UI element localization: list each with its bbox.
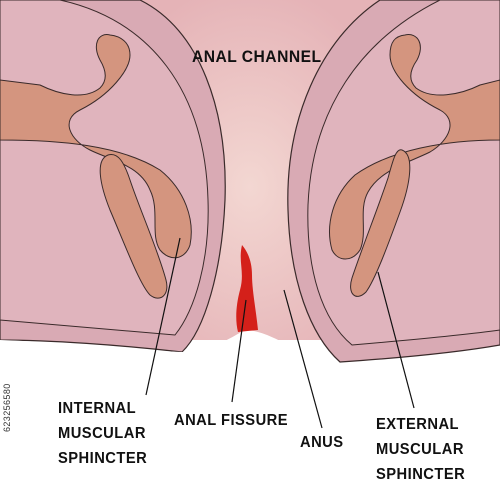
label-external-muscular-sphincter: EXTERNAL MUSCULAR SPHINCTER: [376, 413, 465, 487]
label-line: MUSCULAR: [58, 424, 146, 442]
leader-line-external: [377, 271, 415, 409]
label-anal-fissure: ANAL FISSURE: [174, 412, 289, 429]
right-external-sphincter: [350, 149, 411, 297]
left-external-sphincter: [99, 153, 168, 299]
stock-id-watermark: 623256580: [0, 0, 16, 500]
label-anus: ANUS: [300, 434, 344, 451]
leader-line-internal: [145, 237, 181, 396]
label-line: MUSCULAR: [376, 440, 464, 458]
label-line: INTERNAL: [58, 400, 137, 417]
leader-line-anus: [283, 289, 323, 429]
leader-line-fissure: [231, 299, 247, 403]
diagram-title: ANAL CHANNEL: [192, 47, 322, 66]
stock-id-text: 623256580: [2, 383, 12, 432]
label-line: SPHINCTER: [376, 465, 466, 483]
lower-skin-boundary: [0, 330, 500, 500]
left-internal-sphincter: [0, 34, 192, 259]
anal-fissure-mark: [236, 245, 258, 332]
label-line: EXTERNAL: [376, 416, 460, 433]
label-internal-muscular-sphincter: INTERNAL MUSCULAR SPHINCTER: [58, 397, 147, 471]
right-internal-sphincter: [329, 34, 500, 260]
label-line: SPHINCTER: [58, 449, 148, 467]
